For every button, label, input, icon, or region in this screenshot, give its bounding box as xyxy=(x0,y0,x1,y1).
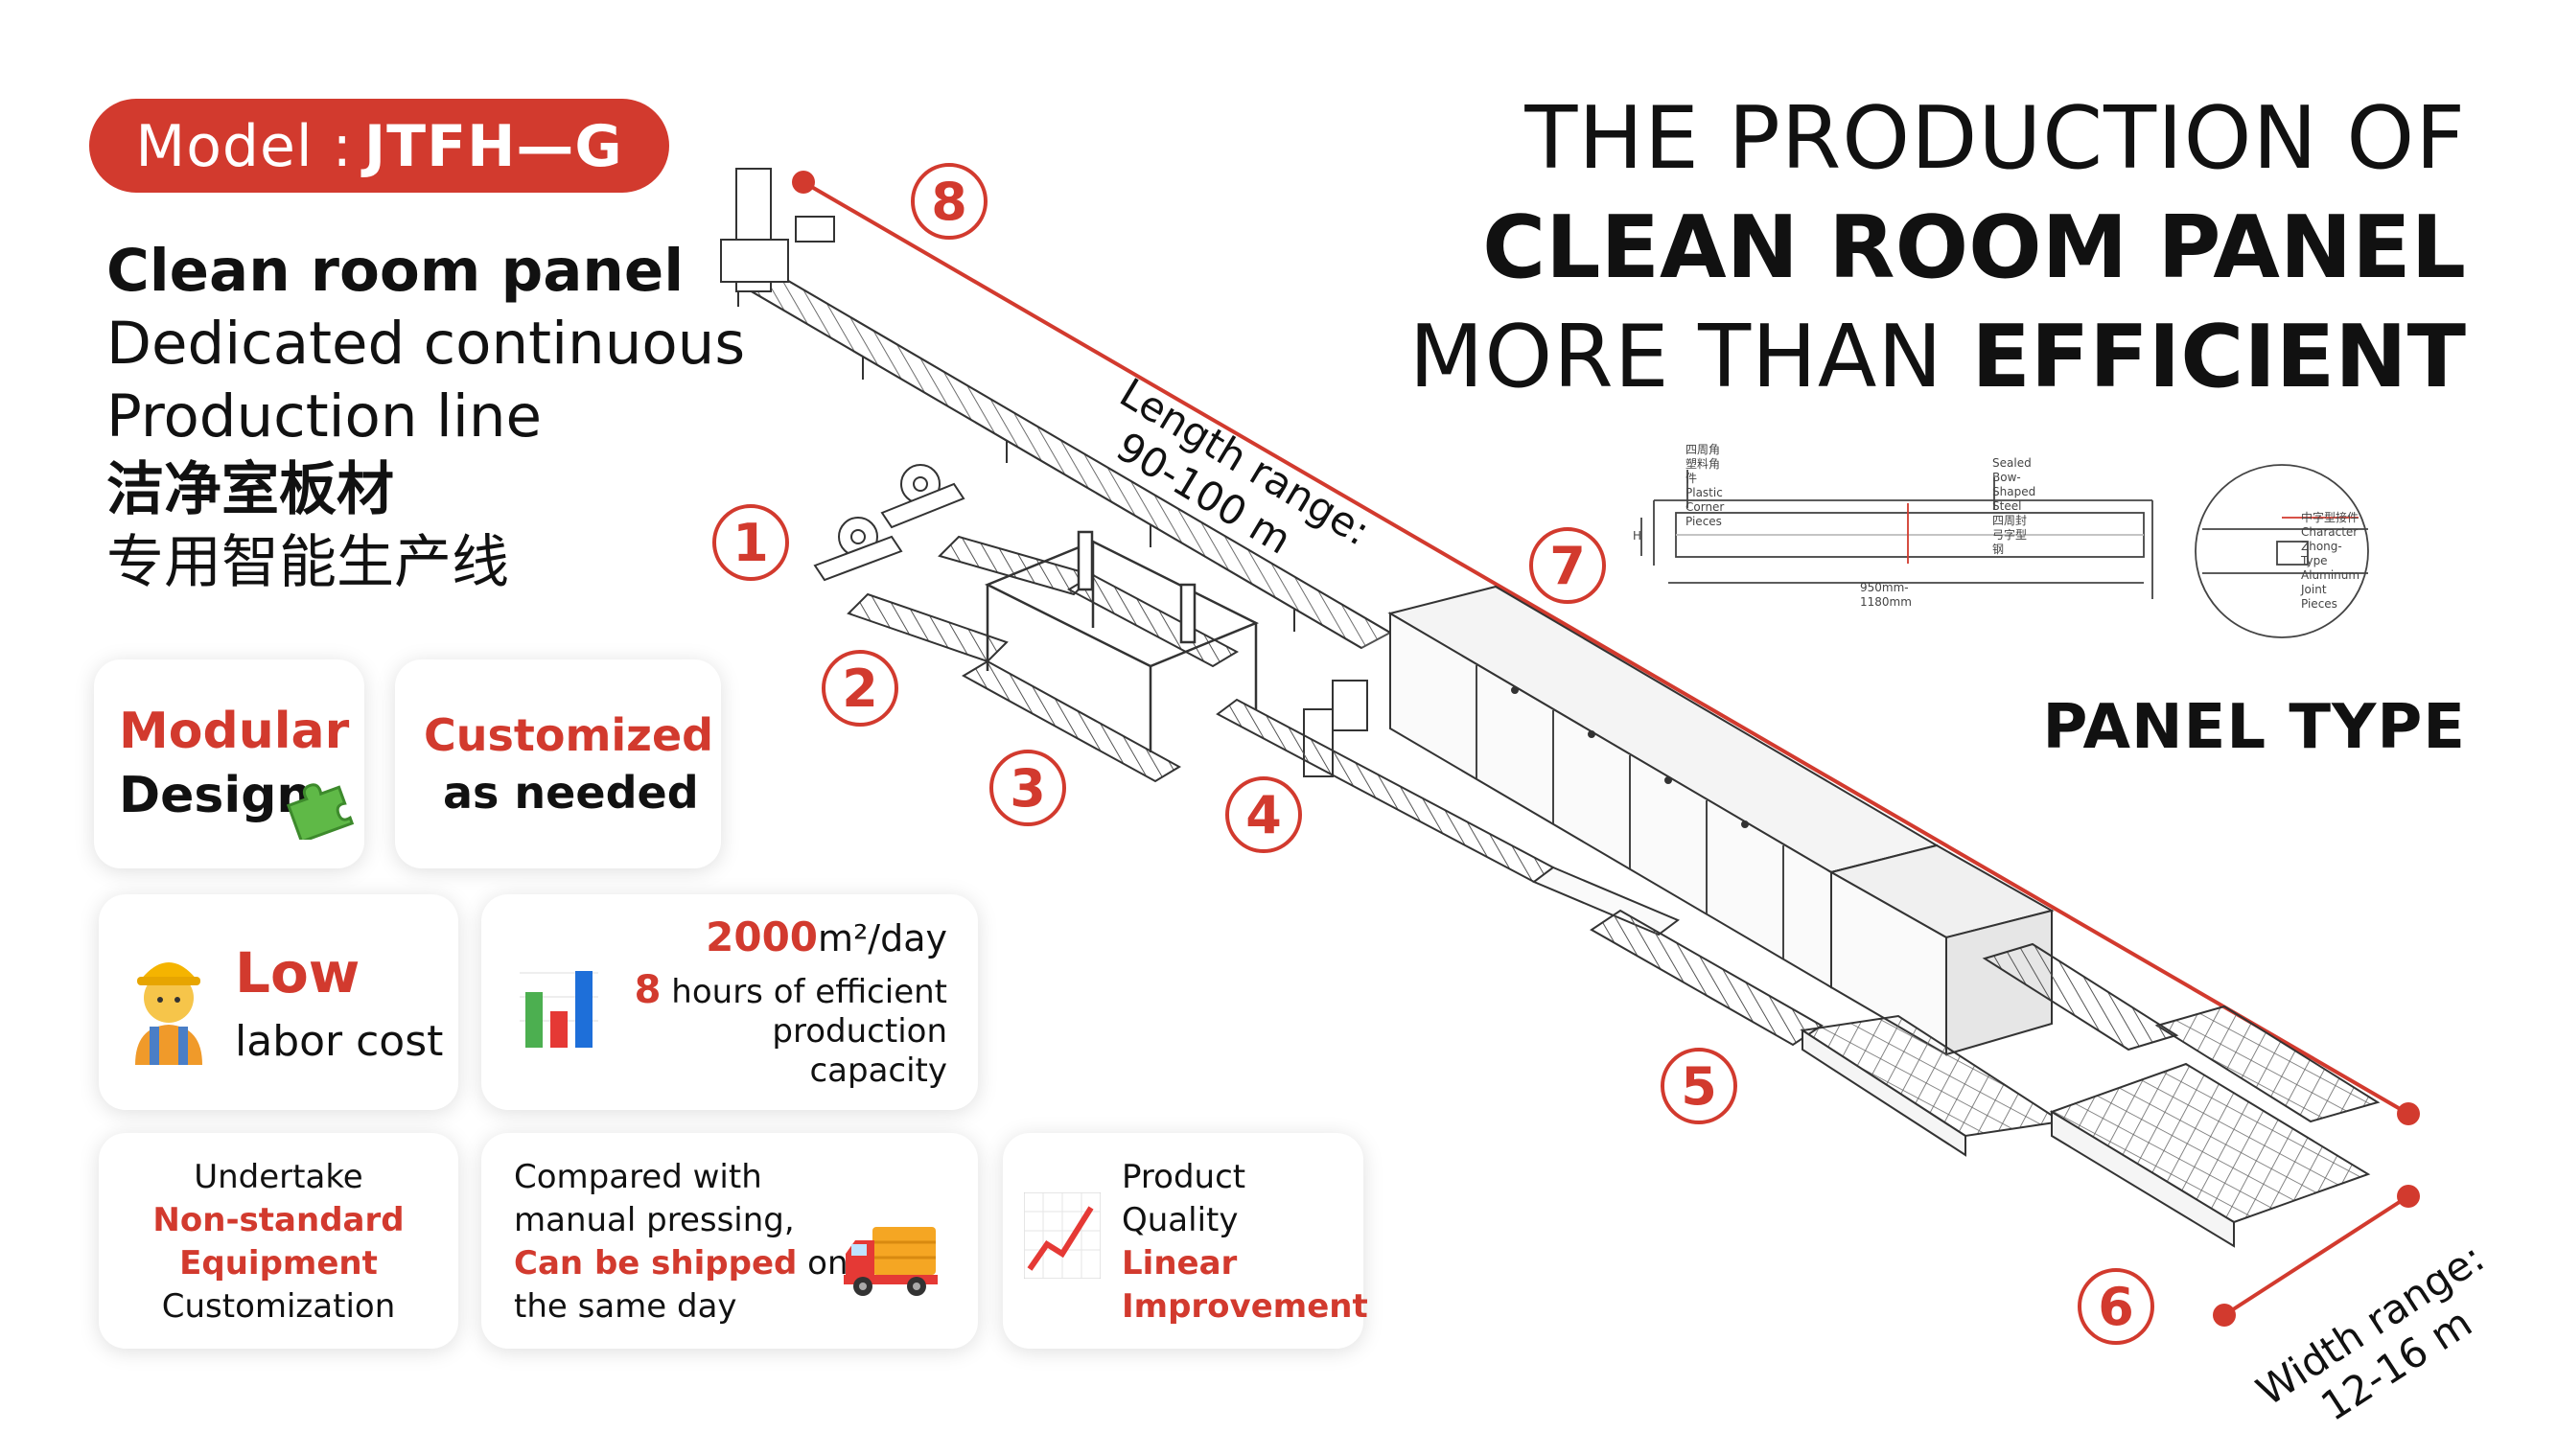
station-marker-4: 4 xyxy=(1225,776,1302,853)
worker-icon xyxy=(126,942,212,1069)
headline: THE PRODUCTION OF CLEAN ROOM PANEL MORE … xyxy=(1409,84,2466,412)
headline-line-3-thin: MORE THAN xyxy=(1408,307,1972,407)
as-needed-label: as needed xyxy=(443,767,699,819)
non-standard-card: Undertake Non-standard Equipment Customi… xyxy=(99,1133,458,1349)
shipping-highlight: Can be shipped xyxy=(514,1244,798,1283)
intro-line-2: Dedicated continuous xyxy=(106,310,746,378)
capacity-value: 2000 xyxy=(706,913,819,960)
shipping-line-4: the same day xyxy=(514,1287,737,1326)
panel-cross-section-drawing xyxy=(1640,464,2369,638)
station-marker-8: 8 xyxy=(911,163,988,240)
joint-en-label-2: Zhong-Type xyxy=(2301,540,2342,567)
shipping-line-3-rest: on xyxy=(797,1244,848,1283)
puzzle-icon xyxy=(282,767,355,844)
customization-label: Customization xyxy=(161,1287,396,1326)
corner-cn-label: 四周角塑料角件 xyxy=(1685,443,1721,485)
stacking-table-5 xyxy=(1800,1014,2064,1157)
non-standard-label: Non-standard xyxy=(152,1201,405,1239)
shipping-text: Compared with manual pressing, Can be sh… xyxy=(514,1156,848,1329)
station-marker-1: 1 xyxy=(712,504,789,581)
uncoiler-tower xyxy=(720,168,835,292)
station-marker-3: 3 xyxy=(989,750,1066,826)
joint-cn-label: 中字型接件 xyxy=(2301,511,2359,524)
gantry-station xyxy=(984,530,1260,752)
design-label: Design xyxy=(119,767,313,824)
modular-design-card: Modular Design xyxy=(94,659,364,868)
quality-card: Product Quality Linear Improvement xyxy=(1003,1133,1368,1349)
equipment-label: Equipment xyxy=(179,1244,378,1283)
customized-label: Customized xyxy=(424,709,714,761)
modular-label: Modular xyxy=(119,703,350,760)
low-labor-cost-card: Low labor cost xyxy=(99,894,458,1110)
station-marker-5: 5 xyxy=(1661,1048,1737,1124)
steel-cn-label: 四周封弓字型钢 xyxy=(1992,514,2028,556)
stacking-table-6 xyxy=(1982,942,2381,1248)
station-marker-7: 7 xyxy=(1529,527,1606,604)
joint-en-label-1: Character xyxy=(2301,525,2359,539)
station-number-8: 8 xyxy=(931,172,967,232)
width-dimension-label: 950mm-1180mm xyxy=(1860,581,1912,609)
corner-en-label-1: Plastic Corner xyxy=(1685,486,1725,514)
model-code: JTFH—G xyxy=(363,113,623,180)
customized-card: Customized as needed xyxy=(395,659,721,868)
quality-line-2: Quality xyxy=(1122,1201,1239,1239)
low-label: Low xyxy=(235,940,360,1005)
labor-cost-label: labor cost xyxy=(235,1017,444,1066)
capacity-unit: m²/day xyxy=(818,917,947,959)
station-number-5: 5 xyxy=(1681,1056,1717,1117)
joint-en-label-3: Aluminum Joint xyxy=(2301,568,2360,596)
intro-cn-title: 洁净室板材 xyxy=(106,456,394,523)
decoiler-station xyxy=(813,464,965,582)
shipping-card: Compared with manual pressing, Can be sh… xyxy=(481,1133,978,1349)
capacity-hours: 8 hours of efficient production capacity xyxy=(635,971,947,1091)
shipping-line-2: manual pressing, xyxy=(514,1201,795,1239)
intro-cn-subtitle: 专用智能生产线 xyxy=(106,529,509,596)
station-number-7: 7 xyxy=(1549,536,1586,596)
quality-text: Product Quality Linear Improvement xyxy=(1122,1156,1368,1329)
station-number-2: 2 xyxy=(842,659,878,719)
length-range-line xyxy=(792,171,2420,1125)
model-badge: Model : JTFH—G xyxy=(89,99,669,193)
intro-title: Clean room panel xyxy=(106,237,685,305)
capacity-line-4: capacity xyxy=(809,1052,947,1090)
delivery-truck-icon xyxy=(844,1221,940,1302)
quality-line-1: Product xyxy=(1122,1158,1246,1196)
hours-value: 8 xyxy=(634,968,662,1012)
top-conveyor-line xyxy=(735,266,1393,650)
intro-line-3: Production line xyxy=(106,382,543,451)
station-marker-2: 2 xyxy=(822,650,898,727)
bar-chart-icon xyxy=(520,954,598,1053)
width-range-line xyxy=(2213,1185,2420,1327)
corner-en-label-2: Pieces xyxy=(1685,515,1722,528)
height-dimension-label: H xyxy=(1633,529,1642,543)
quality-line-4: Improvement xyxy=(1122,1287,1368,1326)
trend-up-icon xyxy=(1023,1191,1102,1283)
station-number-6: 6 xyxy=(2098,1277,2134,1337)
joint-en-label-4: Pieces xyxy=(2301,597,2337,611)
station-marker-6: 6 xyxy=(2078,1268,2154,1345)
headline-line-1: THE PRODUCTION OF xyxy=(1524,88,2466,189)
headline-line-2: CLEAN ROOM PANEL xyxy=(1482,197,2466,298)
quality-line-3: Linear xyxy=(1122,1244,1238,1283)
undertake-label: Undertake xyxy=(194,1158,363,1196)
station-number-4: 4 xyxy=(1245,785,1282,845)
model-prefix: Model : xyxy=(135,113,353,180)
station-number-1: 1 xyxy=(732,513,769,573)
headline-line-3-bold: EFFICIENT xyxy=(1971,307,2466,407)
panel-type-title: PANEL TYPE xyxy=(2042,692,2466,763)
capacity-card: 2000m²/day 8 hours of efficient producti… xyxy=(481,894,978,1110)
shipping-line-1: Compared with xyxy=(514,1158,762,1196)
capacity-output: 2000m²/day xyxy=(706,913,947,960)
middle-conveyor xyxy=(1216,698,1824,1047)
intro-text: Clean room panel Dedicated continuous Pr… xyxy=(106,235,745,599)
hours-label: hours of efficient xyxy=(661,973,947,1011)
steel-en-label: Sealed Bow-Shaped Steel xyxy=(1992,456,2036,513)
capacity-line-3: production xyxy=(772,1012,947,1051)
non-standard-text: Undertake Non-standard Equipment Customi… xyxy=(99,1156,458,1329)
station-number-3: 3 xyxy=(1010,758,1046,819)
